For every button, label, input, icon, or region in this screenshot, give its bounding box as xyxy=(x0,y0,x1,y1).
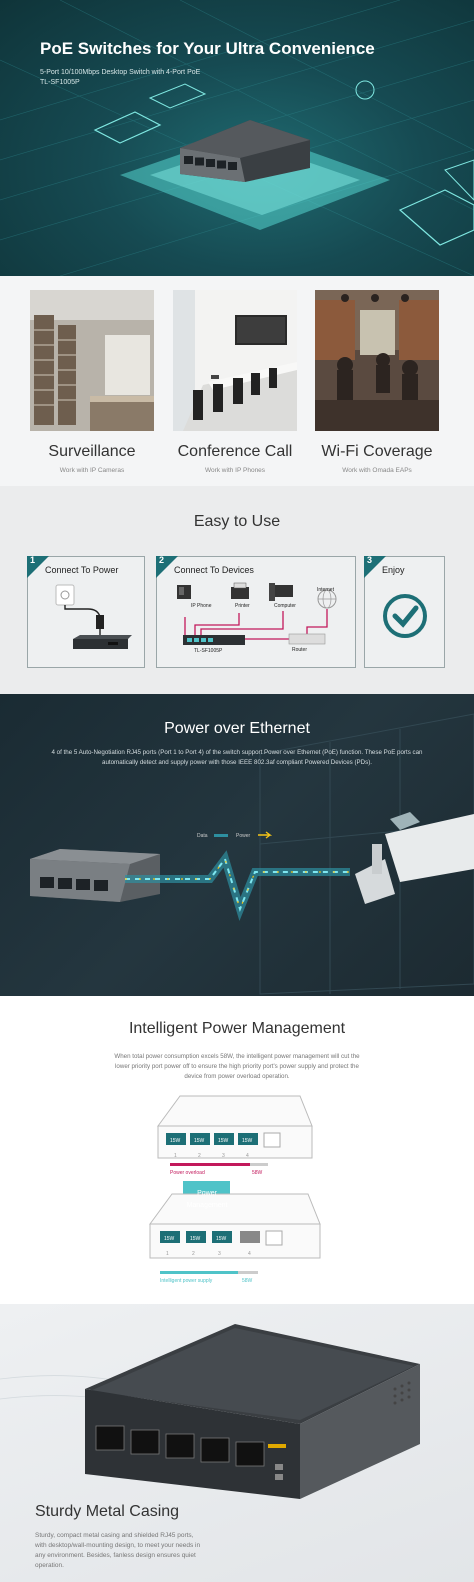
poe-illustration xyxy=(30,713,474,995)
limit-label: 58W xyxy=(252,1170,263,1176)
step-number: 1 xyxy=(30,555,36,565)
port-1-power: 15W xyxy=(170,1138,181,1144)
hero-title: PoE Switches for Your Ultra Convenience xyxy=(40,39,375,58)
arrow-label-line: Power xyxy=(197,1190,217,1197)
power-management-section: Intelligent Power Management When total … xyxy=(0,996,474,1304)
port-number: 3 xyxy=(218,1251,221,1257)
use-case-desc: Work with Omada EAPs xyxy=(342,467,412,474)
use-case-desc: Work with IP Cameras xyxy=(59,467,125,474)
step-title: Connect To Devices xyxy=(174,565,254,575)
library-photo xyxy=(30,290,154,431)
use-cases-section: Surveillance Work with IP Cameras Confer… xyxy=(0,276,474,486)
power-management-diagram xyxy=(149,1095,321,1274)
switch-model-label: TL-SF1005P xyxy=(194,648,223,654)
step-title: Enjoy xyxy=(382,565,405,575)
power-adapter-illustration xyxy=(55,584,132,649)
ip-phone-label: IP Phone xyxy=(191,603,212,609)
port-1-power: 15W xyxy=(164,1236,175,1242)
step-number: 3 xyxy=(367,555,373,565)
hero-section: PoE Switches for Your Ultra Convenience … xyxy=(0,0,474,276)
limit-label: 58W xyxy=(242,1278,253,1284)
hero-subtitle: 5-Port 10/100Mbps Desktop Switch with 4-… xyxy=(40,68,200,88)
port-2-power: 15W xyxy=(190,1236,201,1242)
port-number: 4 xyxy=(246,1153,249,1159)
conference-room-photo xyxy=(173,290,297,431)
ipm-title: Intelligent Power Management xyxy=(128,1020,346,1037)
port-3-power: 15W xyxy=(216,1236,227,1242)
power-overload-label: Power overload xyxy=(170,1170,205,1176)
step-number-badge: 1 xyxy=(27,555,49,578)
cafe-photo xyxy=(315,290,439,431)
metal-title: Sturdy Metal Casing xyxy=(35,1503,180,1520)
step-enjoy: 3 Enjoy xyxy=(364,555,445,668)
metal-casing-section: Sturdy Metal Casing Sturdy, compact meta… xyxy=(0,1304,474,1582)
port-number: 1 xyxy=(174,1153,177,1159)
poe-section: Power over Ethernet 4 of the 5 Auto-Nego… xyxy=(0,694,474,996)
step-number: 2 xyxy=(159,555,165,565)
poe-title: Power over Ethernet xyxy=(164,720,310,737)
port-number: 1 xyxy=(166,1251,169,1257)
switch-product-image xyxy=(180,120,310,182)
use-case-wifi: Wi-Fi Coverage Work with Omada EAPs xyxy=(315,290,439,474)
ipm-description: When total power consumption excels 58W,… xyxy=(114,1053,360,1080)
step-title: Connect To Power xyxy=(45,565,119,575)
use-case-conference: Conference Call Work with IP Phones xyxy=(173,290,297,474)
use-case-label: Wi-Fi Coverage xyxy=(321,443,433,460)
hero-subtitle-line: 5-Port 10/100Mbps Desktop Switch with 4-… xyxy=(40,69,201,76)
port-number: 2 xyxy=(192,1251,195,1257)
use-case-desc: Work with IP Phones xyxy=(204,467,266,474)
step-connect-devices: 2 Connect To Devices xyxy=(156,555,356,668)
internet-label: Internet xyxy=(317,587,334,593)
use-case-label: Surveillance xyxy=(48,443,136,460)
metal-switch-image xyxy=(0,1324,420,1499)
port-3-power: 15W xyxy=(218,1138,229,1144)
step-number-badge: 2 xyxy=(156,555,178,578)
legend-power-label: Power xyxy=(236,833,251,839)
easy-to-use-section: Easy to Use 1 Connect To Power 2 Connect… xyxy=(0,486,474,694)
hero-model-name: TL-SF1005P xyxy=(40,79,80,86)
router-label: Router xyxy=(292,647,308,653)
metal-description: Sturdy, compact metal casing and shielde… xyxy=(35,1532,201,1569)
legend-data-label: Data xyxy=(197,833,208,839)
power-management-arrow-label: Power Management xyxy=(183,1188,231,1212)
computer-label: Computer xyxy=(274,603,296,609)
easy-title: Easy to Use xyxy=(193,513,281,530)
step-connect-power: 1 Connect To Power xyxy=(27,555,145,668)
use-case-label: Conference Call xyxy=(177,443,293,460)
arrow-label-line: Management xyxy=(186,1202,228,1209)
port-number: 3 xyxy=(222,1153,225,1159)
port-number: 2 xyxy=(198,1153,201,1159)
printer-label: Printer xyxy=(235,603,250,609)
port-number: 4 xyxy=(248,1251,251,1257)
intelligent-supply-label: Intelligent power supply xyxy=(160,1278,213,1284)
checkmark-icon xyxy=(383,594,427,638)
poe-description: 4 of the 5 Auto-Negotiation RJ45 ports (… xyxy=(51,749,423,766)
port-2-power: 15W xyxy=(194,1138,205,1144)
devices-connection-diagram xyxy=(177,582,337,645)
use-case-surveillance: Surveillance Work with IP Cameras xyxy=(30,290,154,474)
port-4-power: 15W xyxy=(242,1138,253,1144)
step-number-badge: 3 xyxy=(364,555,386,578)
